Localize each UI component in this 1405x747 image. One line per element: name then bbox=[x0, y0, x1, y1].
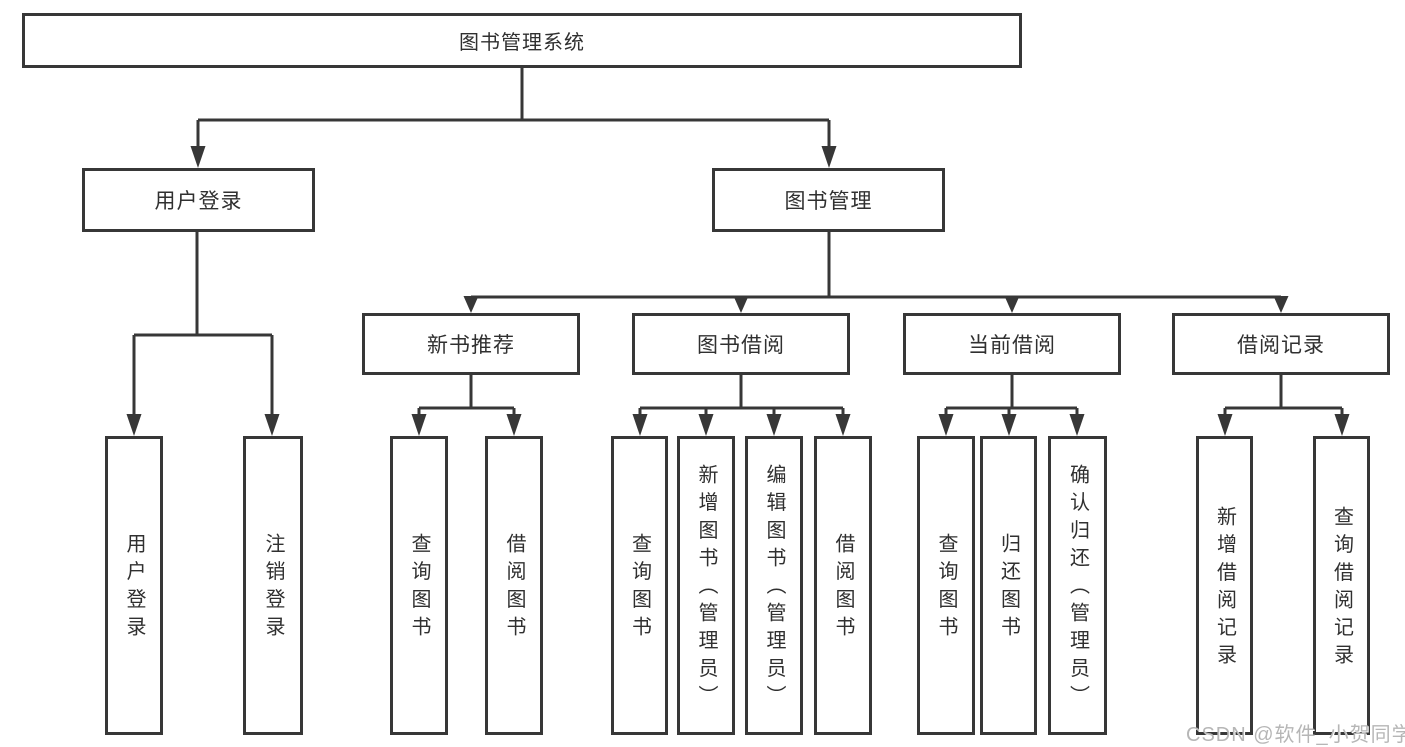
node-borrowing-records: 借阅记录 bbox=[1172, 313, 1390, 375]
leaf-return-books: 归还图书 bbox=[980, 436, 1037, 735]
leaf-borrow-books-recommend: 借阅图书 bbox=[485, 436, 543, 735]
leaf-edit-books-admin: 编辑图书（管理员） bbox=[745, 436, 803, 735]
node-new-book-recommendation: 新书推荐 bbox=[362, 313, 580, 375]
node-current-borrowing: 当前借阅 bbox=[903, 313, 1121, 375]
leaf-user-login: 用户登录 bbox=[105, 436, 163, 735]
leaf-confirm-return-admin: 确认归还（管理员） bbox=[1048, 436, 1107, 735]
node-user-login: 用户登录 bbox=[82, 168, 315, 232]
leaf-query-books-borrow: 查询图书 bbox=[611, 436, 668, 735]
leaf-add-borrow-record: 新增借阅记录 bbox=[1196, 436, 1253, 735]
arrowhead-icons bbox=[126, 146, 1350, 436]
node-book-borrowing: 图书借阅 bbox=[632, 313, 850, 375]
node-root-system: 图书管理系统 bbox=[22, 13, 1022, 68]
leaf-query-books-recommend: 查询图书 bbox=[390, 436, 448, 735]
leaf-add-books-admin: 新增图书（管理员） bbox=[677, 436, 735, 735]
leaf-query-borrow-record: 查询借阅记录 bbox=[1313, 436, 1370, 735]
leaf-logout: 注销登录 bbox=[243, 436, 303, 735]
leaf-borrow-books: 借阅图书 bbox=[814, 436, 872, 735]
csdn-watermark: CSDN @软件_小贺同学 bbox=[1186, 724, 1405, 746]
node-book-management: 图书管理 bbox=[712, 168, 945, 232]
leaf-query-books-current: 查询图书 bbox=[917, 436, 975, 735]
